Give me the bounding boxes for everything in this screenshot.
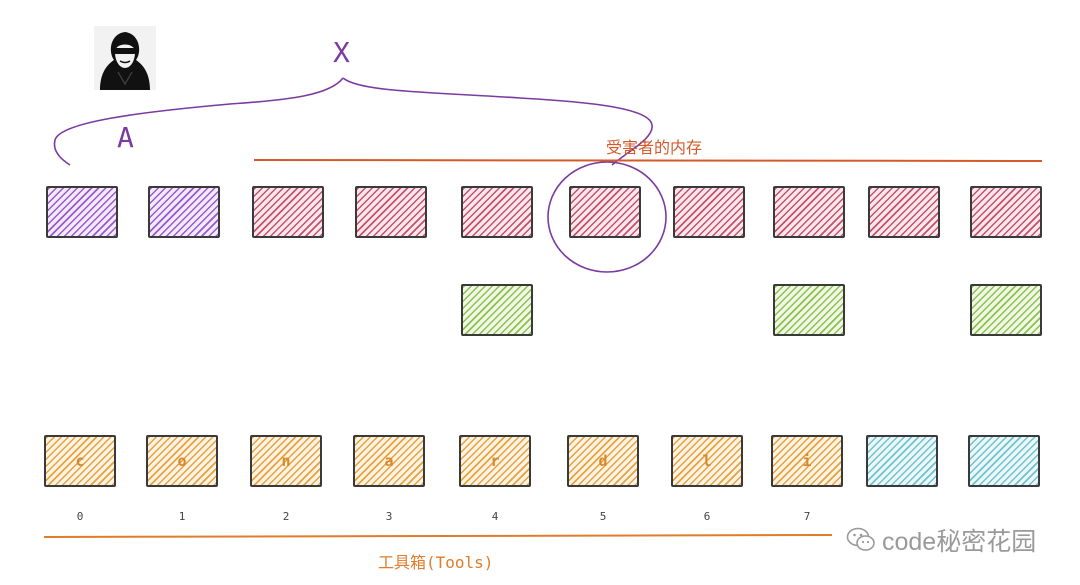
index-label: 5 bbox=[599, 510, 607, 523]
tool-box bbox=[968, 435, 1040, 487]
arc-to-victim bbox=[342, 77, 653, 166]
tool-box bbox=[866, 435, 938, 487]
cache-box bbox=[773, 284, 845, 336]
watermark: code秘密花园 bbox=[846, 522, 1036, 558]
tool-char: d bbox=[598, 452, 608, 470]
tool-box: r bbox=[459, 435, 531, 487]
tool-box: a bbox=[353, 435, 425, 487]
tool-char: a bbox=[384, 452, 394, 470]
memory-box bbox=[773, 186, 845, 238]
watermark-text: code秘密花园 bbox=[882, 528, 1037, 556]
tools-label: 工具箱(Tools) bbox=[378, 553, 494, 572]
index-label: 7 bbox=[803, 510, 811, 523]
memory-box bbox=[461, 186, 533, 238]
tool-char: n bbox=[281, 452, 291, 470]
cache-box bbox=[970, 284, 1042, 336]
tool-char: o bbox=[177, 452, 187, 470]
tool-char: l bbox=[702, 452, 712, 470]
memory-box bbox=[569, 186, 641, 238]
tools-line bbox=[43, 534, 833, 538]
index-label: 1 bbox=[178, 510, 186, 523]
victim-memory-label: 受害者的内存 bbox=[606, 140, 703, 157]
target-circle bbox=[547, 161, 667, 273]
tool-box: d bbox=[567, 435, 639, 487]
hacker-avatar-icon bbox=[94, 26, 156, 90]
memory-box bbox=[46, 186, 118, 238]
label-a: A bbox=[117, 121, 134, 154]
index-label: 3 bbox=[385, 510, 393, 523]
cache-box bbox=[461, 284, 533, 336]
tool-box: i bbox=[771, 435, 843, 487]
tool-char: i bbox=[802, 452, 812, 470]
wechat-logo-icon bbox=[846, 527, 875, 551]
memory-box bbox=[252, 186, 324, 238]
memory-box bbox=[673, 186, 745, 238]
victim-memory-line bbox=[253, 159, 1043, 162]
arc-to-a bbox=[53, 77, 344, 166]
memory-box bbox=[355, 186, 427, 238]
tool-box: o bbox=[146, 435, 218, 487]
tool-char: c bbox=[75, 452, 85, 470]
memory-box bbox=[970, 186, 1042, 238]
tool-box: l bbox=[671, 435, 743, 487]
index-label: 6 bbox=[703, 510, 711, 523]
label-x: X bbox=[333, 36, 350, 69]
memory-box bbox=[868, 186, 940, 238]
tool-char: r bbox=[490, 452, 500, 470]
memory-box bbox=[148, 186, 220, 238]
index-label: 2 bbox=[282, 510, 290, 523]
index-label: 0 bbox=[76, 510, 84, 523]
tool-box: n bbox=[250, 435, 322, 487]
index-label: 4 bbox=[491, 510, 499, 523]
tool-box: c bbox=[44, 435, 116, 487]
